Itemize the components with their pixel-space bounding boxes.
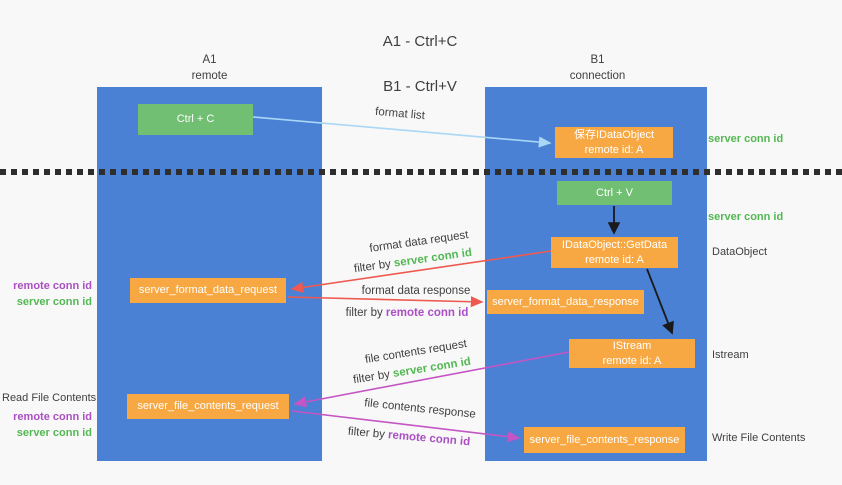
title-line-1: A1 - Ctrl+C (382, 32, 458, 50)
diagram-title: A1 - Ctrl+C B1 - Ctrl+V (310, 8, 530, 121)
node-ctrl-v: Ctrl + V (557, 181, 672, 205)
filter-by-text: filter by (345, 307, 386, 319)
format-data-request-arrow (290, 250, 552, 293)
file-contents-response-arrow (291, 410, 521, 443)
format-data-response-label: format data response (361, 285, 471, 297)
remote-conn-id-annotation-upper: remote conn id (13, 280, 92, 292)
server-conn-id-annotation-upper: server conn id (16, 295, 92, 308)
left-conn-ids-lower: remote conn id server conn id (10, 410, 92, 442)
write-file-contents-annotation: Write File Contents (712, 432, 806, 444)
lane-b1-role: connection (569, 69, 626, 82)
server-conn-id-annotation-mid: server conn id (708, 211, 784, 223)
save-idataobject-line1: 保存IDataObject (573, 129, 655, 142)
istream-annotation: Istream (712, 349, 749, 361)
ctrl-c-label: Ctrl + C (176, 113, 215, 126)
node-server-format-data-response: server_format_data_response (487, 290, 644, 314)
node-save-idataobject: 保存IDataObject remote id: A (555, 127, 673, 158)
lane-b1-name: B1 (590, 54, 605, 66)
getdata-line1: IDataObject::GetData (561, 239, 668, 252)
istream-line1: IStream (612, 340, 652, 353)
lane-a1-name: A1 (202, 54, 217, 66)
format-data-response-arrow (287, 296, 484, 308)
node-ctrl-c: Ctrl + C (138, 104, 253, 135)
istream-line2: remote id: A (602, 354, 662, 367)
remote-conn-id-text: remote conn id (385, 307, 469, 319)
server-format-data-response-label: server_format_data_response (492, 295, 639, 308)
save-idataobject-line2: remote id: A (584, 143, 644, 156)
server-conn-id-annotation-lower: server conn id (16, 426, 92, 439)
read-file-contents-annotation: Read File Contents (2, 392, 97, 404)
node-idataobject-getdata: IDataObject::GetData remote id: A (551, 237, 678, 268)
dotted-divider-line (0, 169, 842, 175)
server-file-contents-response-label: server_file_contents_response (529, 433, 680, 446)
lane-header-b1: B1 connection (535, 53, 660, 84)
node-server-file-contents-request: server_file_contents_request (127, 394, 289, 419)
filter-by-remote-conn-id-label-1: filter by remote conn id (346, 307, 469, 319)
ctrl-v-label: Ctrl + V (596, 186, 633, 199)
node-server-format-data-request: server_format_data_request (130, 278, 286, 303)
getdata-line2: remote id: A (585, 253, 644, 266)
server-file-contents-request-label: server_file_contents_request (137, 400, 279, 413)
dataobject-annotation: DataObject (712, 246, 768, 258)
lane-header-a1: A1 remote (147, 53, 272, 84)
node-istream: IStream remote id: A (569, 339, 695, 368)
node-server-file-contents-response: server_file_contents_response (524, 427, 685, 453)
format-list-arrow (252, 116, 552, 148)
title-line-2: B1 - Ctrl+V (383, 77, 457, 95)
getdata-to-istream-arrow (646, 268, 674, 335)
left-conn-ids-upper: remote conn id server conn id (10, 279, 92, 311)
lane-a1-role: remote (191, 69, 228, 82)
server-format-data-request-label: server_format_data_request (138, 284, 278, 297)
file-contents-request-arrow (293, 351, 570, 408)
server-conn-id-annotation-top: server conn id (708, 133, 784, 145)
remote-conn-id-annotation-lower: remote conn id (13, 411, 92, 423)
